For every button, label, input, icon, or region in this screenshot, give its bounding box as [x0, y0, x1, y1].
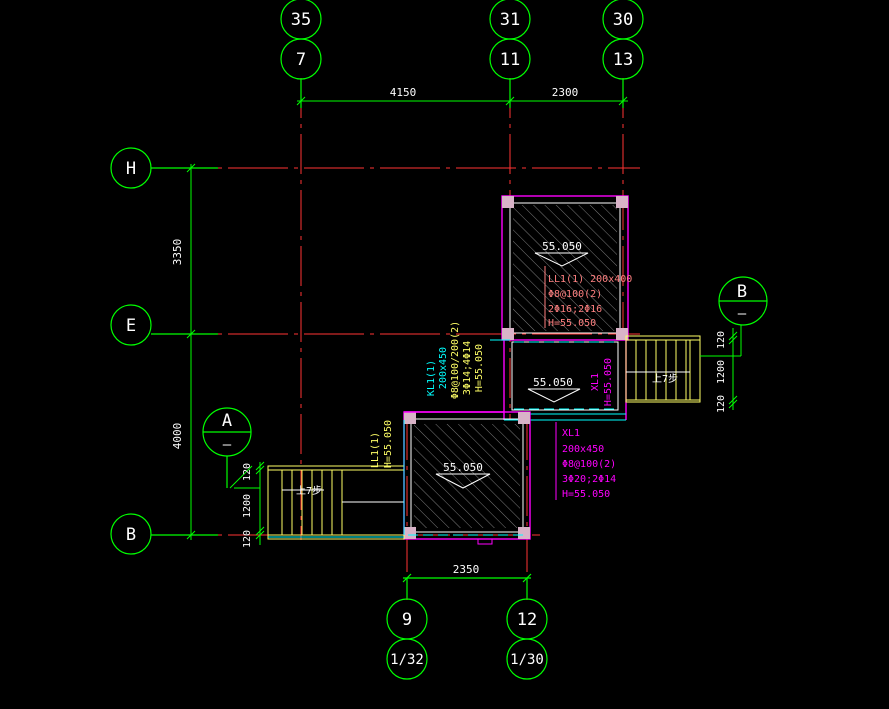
left-dimension-line	[186, 163, 196, 540]
lower-room	[403, 411, 531, 545]
ll1-left-line-1: LL1(1)	[370, 432, 381, 468]
section-mark-b	[718, 276, 768, 326]
dimension-left-1: 3350	[171, 239, 184, 266]
elevation-marker-middle	[527, 388, 581, 403]
axis-label-left-1: H	[126, 159, 136, 179]
dimension-left-2: 4000	[171, 423, 184, 450]
upper-room	[501, 195, 629, 341]
right-stair-label: 上7步	[652, 373, 678, 385]
left-stair-dimensions	[229, 461, 265, 545]
axis-label-bottom-1-upper: 9	[402, 610, 412, 630]
axis-label-bottom-1-lower: 1/32	[390, 652, 424, 668]
dimension-bottom: 2350	[453, 563, 480, 576]
left-axis-bubbles	[110, 147, 218, 555]
top-axis-bubbles	[280, 0, 644, 108]
top-dimension-line	[296, 96, 628, 106]
elevation-marker-upper	[534, 252, 589, 267]
left-stair-dim-1: 120	[242, 463, 253, 481]
dimension-top-1: 4150	[390, 86, 417, 99]
section-mark-a	[202, 407, 252, 488]
kl1-annotation: KL1(1) 200x450 Φ8@100/200(2) 3Φ14;4Φ14 H…	[426, 321, 485, 399]
section-mark-a-dash: –	[223, 437, 232, 453]
middle-room-elevation: 55.050	[533, 376, 573, 389]
elevation-marker-lower	[435, 473, 491, 489]
kl1-line-1: KL1(1)	[426, 360, 437, 396]
section-mark-b-dash: –	[738, 306, 747, 322]
right-stair-dim-1: 120	[716, 331, 727, 349]
bottom-axis-bubbles	[386, 573, 548, 680]
ll1-left-annotation: LL1(1) H=55.050	[370, 420, 394, 468]
axis-label-top-2-lower: 11	[500, 50, 520, 70]
section-mark-a-letter: A	[222, 411, 232, 431]
xl1-right-line-5: H=55.050	[562, 489, 610, 500]
ll1-right-line-2: Φ8@100(2)	[548, 289, 602, 300]
axis-label-top-1-upper: 35	[291, 10, 311, 30]
section-mark-b-letter: B	[737, 282, 747, 302]
axis-label-left-2: E	[126, 316, 136, 336]
axis-label-top-3-lower: 13	[613, 50, 633, 70]
xl1-right-annotation: XL1 200x450 Φ8@100(2) 3Φ20;2Φ14 H=55.050	[562, 428, 616, 500]
xl1-right-line-3: Φ8@100(2)	[562, 459, 616, 470]
axis-label-top-1-lower: 7	[296, 50, 306, 70]
right-stair-dimensions	[700, 325, 742, 410]
left-stair-label: 上7步	[296, 485, 322, 497]
kl1-line-4: 3Φ14;4Φ14	[462, 341, 473, 395]
axis-label-top-3-upper: 30	[613, 10, 633, 30]
left-stair	[267, 465, 405, 540]
ll1-right-annotation: LL1(1) 200x400 Φ8@100(2) 2Φ16;2Φ16 H=55.…	[548, 274, 632, 329]
axis-label-bottom-2-lower: 1/30	[510, 652, 544, 668]
kl1-line-2: 200x450	[438, 347, 449, 389]
ll1-right-line-1: LL1(1) 200x400	[548, 274, 632, 285]
kl1-line-5: H=55.050	[474, 344, 485, 392]
ll1-right-line-4: H=55.050	[548, 318, 596, 329]
right-stair-dim-3: 120	[716, 395, 727, 413]
dimension-top-2: 2300	[552, 86, 579, 99]
xl1-vertical-line-1: XL1	[590, 373, 601, 391]
xl1-vertical-annotation: XL1 H=55.050	[590, 358, 614, 406]
xl1-right-line-1: XL1	[562, 428, 580, 439]
axis-label-left-3: B	[126, 525, 136, 545]
xl1-right-line-2: 200x450	[562, 444, 604, 455]
lower-room-elevation: 55.050	[443, 461, 483, 474]
axis-label-bottom-2-upper: 12	[517, 610, 537, 630]
ll1-left-line-2: H=55.050	[383, 420, 394, 468]
xl1-right-line-4: 3Φ20;2Φ14	[562, 474, 616, 485]
axis-label-top-2-upper: 31	[500, 10, 520, 30]
xl1-vertical-line-2: H=55.050	[603, 358, 614, 406]
beam-lines	[268, 420, 528, 538]
axis-grid-lines	[152, 78, 640, 600]
left-stair-dim-3: 120	[242, 530, 253, 548]
ll1-right-line-3: 2Φ16;2Φ16	[548, 304, 602, 315]
right-stair-dim-2: 1200	[716, 360, 727, 384]
left-stair-dim-2: 1200	[242, 494, 253, 518]
kl1-line-3: Φ8@100/200(2)	[450, 321, 461, 399]
right-stair	[625, 335, 701, 403]
upper-room-elevation: 55.050	[542, 240, 582, 253]
